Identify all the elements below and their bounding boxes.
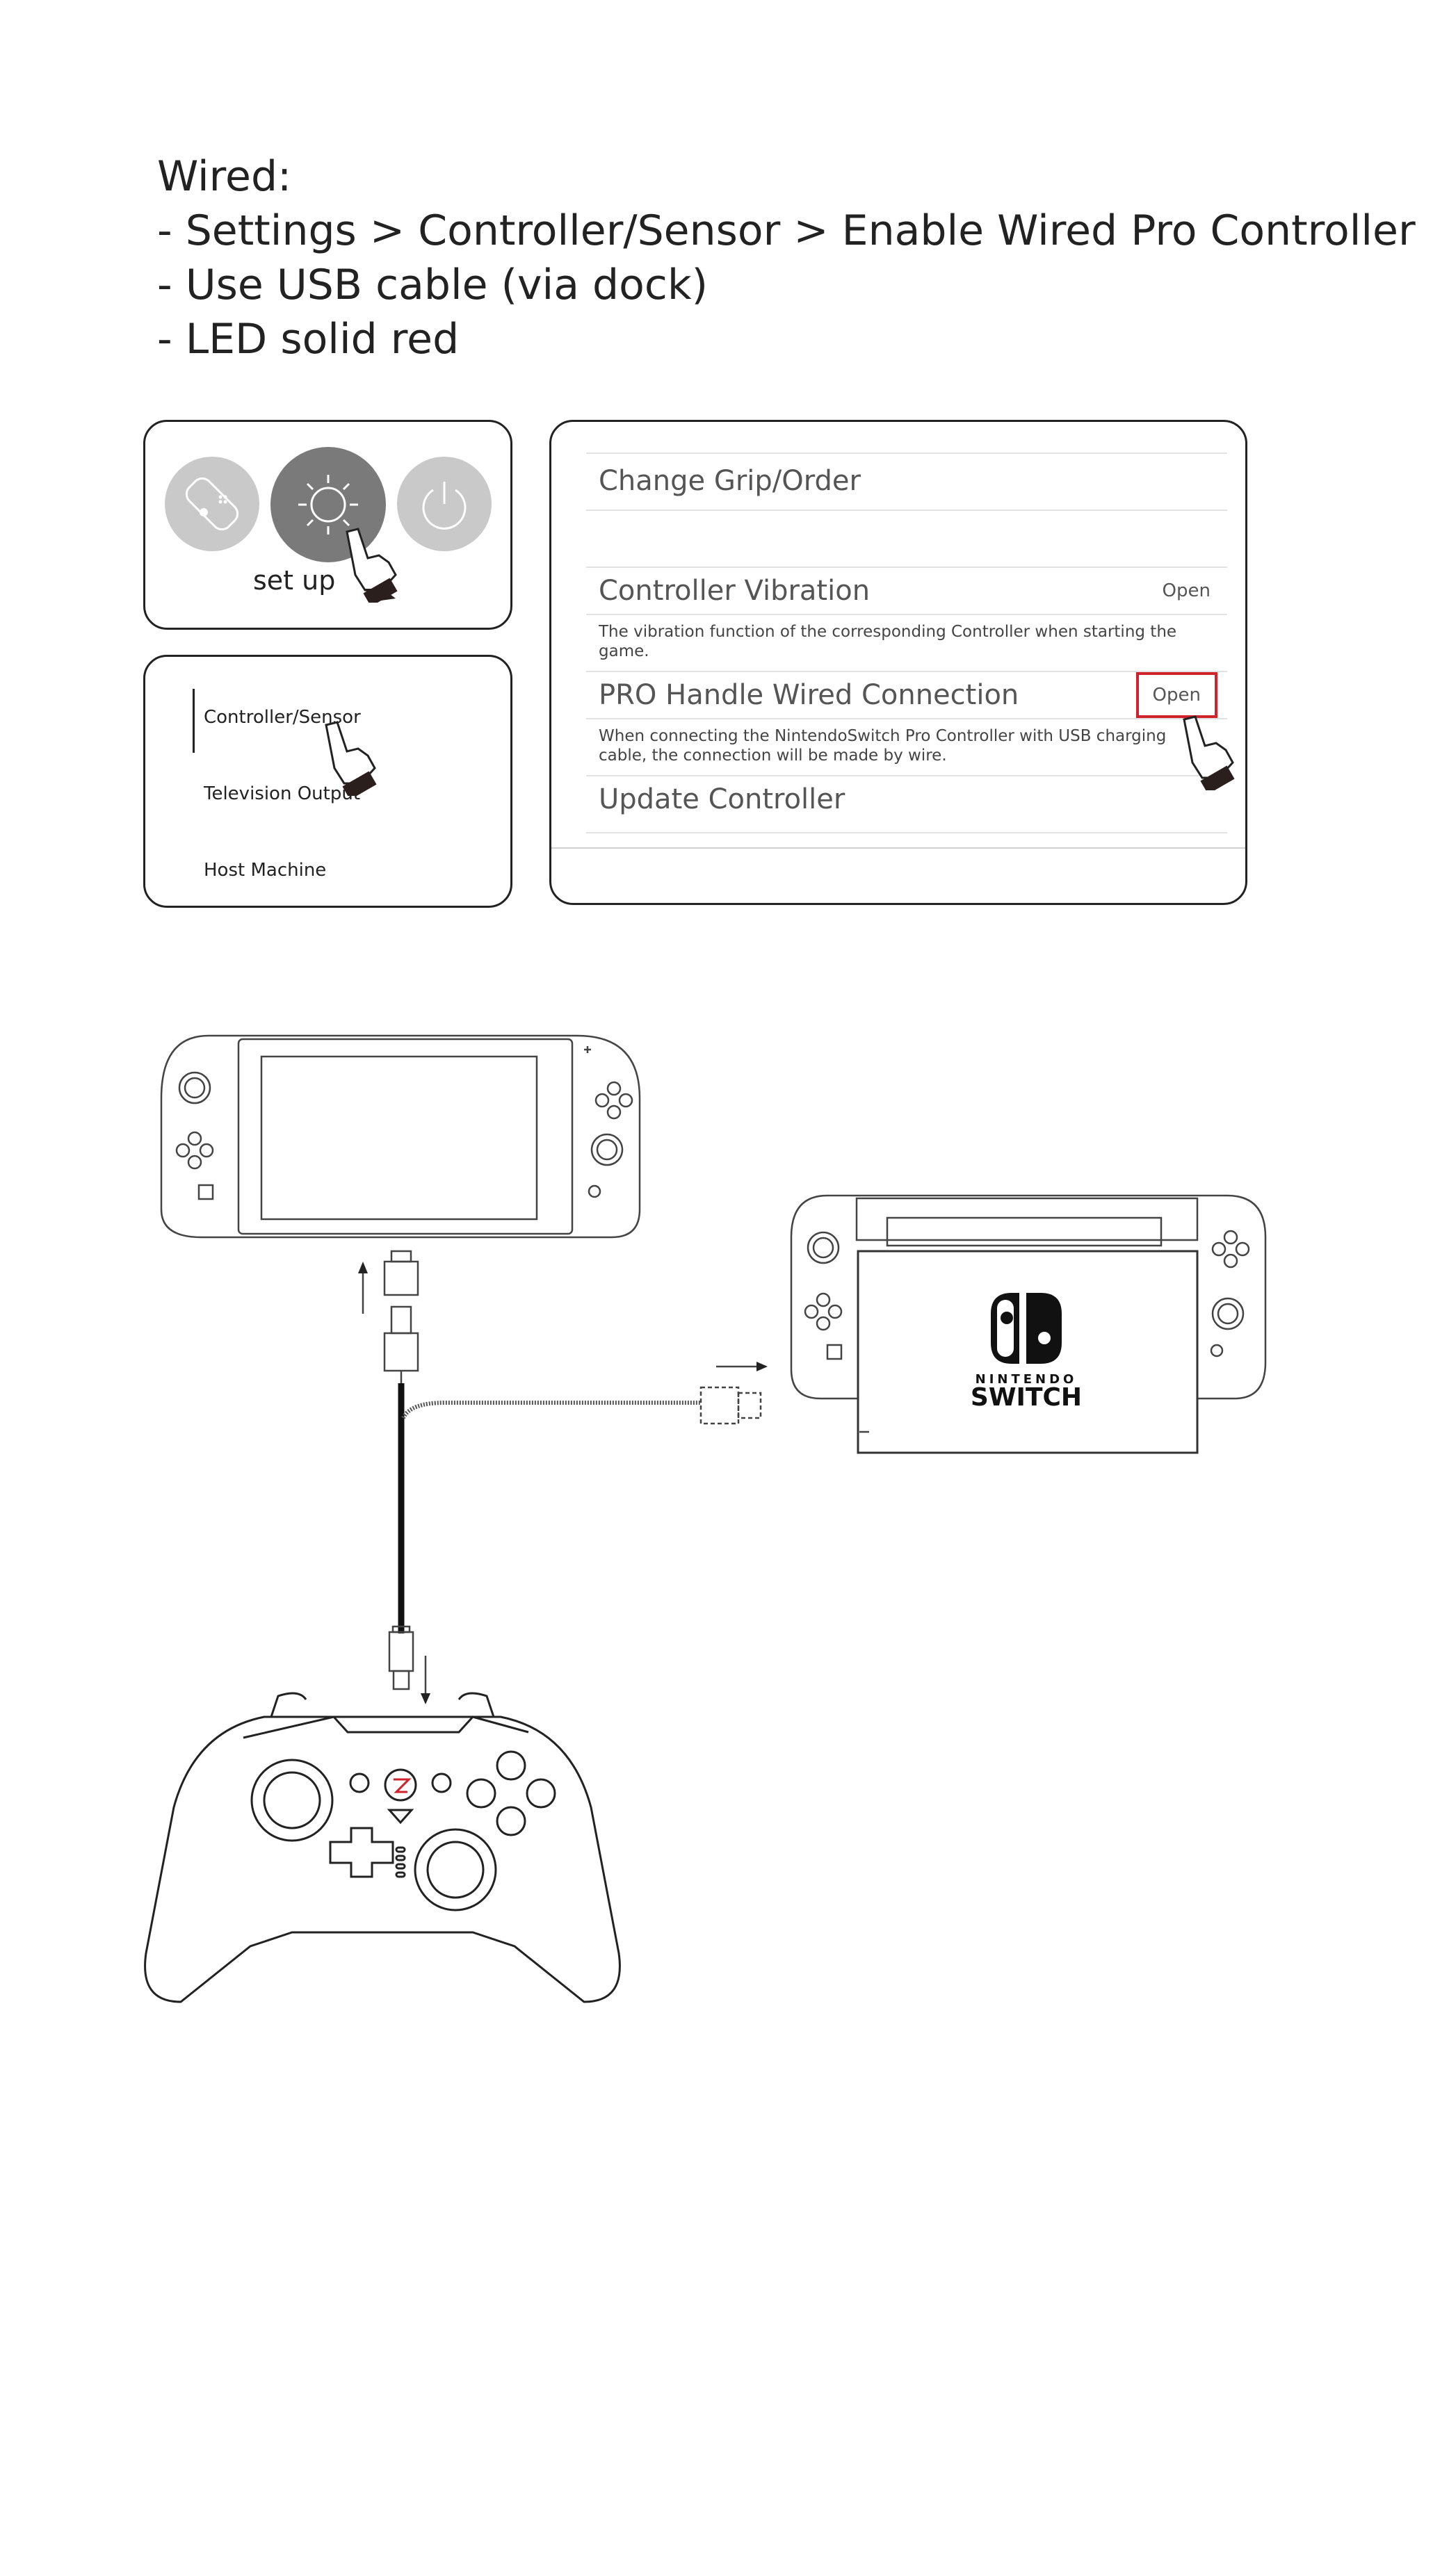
pro-controller	[144, 1692, 621, 2003]
divider	[586, 832, 1227, 833]
dock-logo-line2: SWITCH	[971, 1383, 1082, 1412]
power-button[interactable]	[397, 457, 492, 551]
power-icon	[422, 482, 467, 530]
vibration-value[interactable]: Open	[1162, 580, 1211, 601]
setting-update-controller[interactable]: Update Controller	[599, 783, 845, 815]
setting-controller-vibration[interactable]: Controller Vibration	[599, 575, 871, 607]
wired-connection-open-toggle[interactable]: Open	[1135, 672, 1217, 718]
controller-settings-panel: Change Grip/Order Controller Vibration O…	[549, 420, 1247, 905]
pointing-hand-icon	[340, 526, 403, 607]
arrow-up-head	[358, 1262, 368, 1273]
instruction-step: - Settings > Controller/Sensor > Enable …	[157, 206, 1416, 255]
setting-change-grip-order[interactable]: Change Grip/Order	[599, 465, 861, 497]
selected-item-marker	[193, 689, 195, 753]
menu-item-television-output[interactable]: Television Output	[204, 783, 361, 804]
divider	[586, 614, 1227, 615]
arrow-down-head	[421, 1693, 430, 1704]
nintendo-switch-logo	[991, 1293, 1062, 1364]
arrow-right-head	[756, 1362, 768, 1371]
panel-bottom-rule	[551, 847, 1245, 849]
pointing-hand-icon	[1177, 714, 1240, 794]
settings-gear-icon	[298, 475, 358, 535]
dock-logo-line1: NINTENDO	[976, 1372, 1078, 1387]
divider	[586, 718, 1227, 719]
wired-connection-illustration: NINTENDO SWITCH	[144, 1034, 1267, 2003]
wired-connection-description: When connecting the NintendoSwitch Pro C…	[599, 727, 1167, 765]
divider	[586, 775, 1227, 776]
divider	[586, 510, 1227, 511]
instructions-title: Wired:	[157, 152, 292, 201]
switch-console-handheld	[160, 1034, 641, 1239]
dock-cable	[401, 1401, 701, 1419]
setup-label: set up	[253, 565, 336, 596]
pointing-hand-icon	[319, 719, 382, 800]
divider	[586, 453, 1227, 454]
controllers-button[interactable]	[165, 457, 259, 551]
controllers-icon	[185, 477, 239, 531]
instructions: Wired: - Settings > Controller/Sensor > …	[157, 149, 1416, 366]
settings-sidebar-panel: Controller/Sensor Television Output Host…	[143, 655, 512, 908]
menu-item-host-machine[interactable]: Host Machine	[204, 860, 327, 881]
instruction-step: - Use USB cable (via dock)	[157, 261, 708, 309]
instruction-step: - LED solid red	[157, 315, 460, 364]
divider	[586, 566, 1227, 568]
settings-button[interactable]	[270, 447, 386, 562]
usb-c-plug	[388, 1625, 414, 1690]
divider	[586, 671, 1227, 672]
vibration-description: The vibration function of the correspond…	[599, 623, 1177, 660]
usb-plug-to-dock	[699, 1386, 762, 1425]
home-menu-panel: set up	[143, 420, 512, 630]
usb-adapter	[383, 1250, 419, 1383]
setting-pro-handle-wired-connection[interactable]: PRO Handle Wired Connection	[599, 679, 1019, 711]
